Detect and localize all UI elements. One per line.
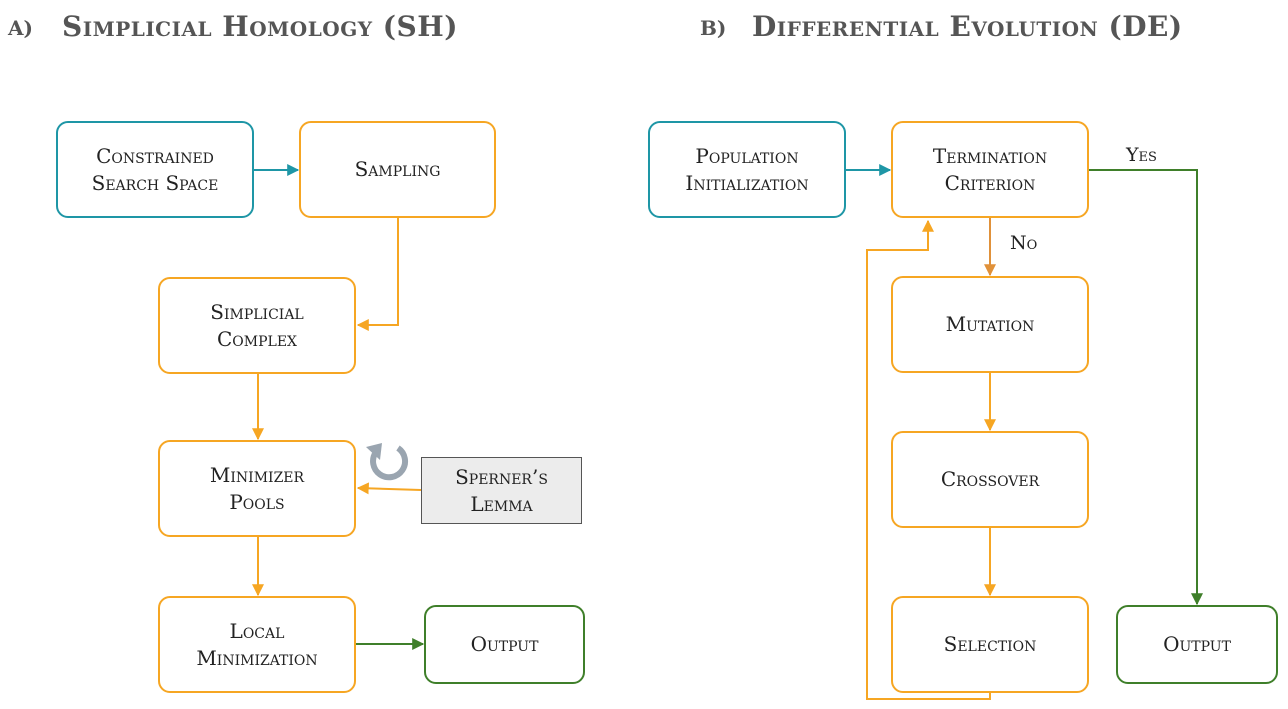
arrow-sperner-to-pools xyxy=(356,482,422,495)
node-local-minimization: Local Minimization xyxy=(158,596,356,693)
node-output-b: Output xyxy=(1116,605,1278,684)
refresh-cycle-icon xyxy=(366,443,409,481)
panel-a-title: Simplicial Homology (SH) xyxy=(62,10,458,43)
arrow-selection-loop-to-termination xyxy=(866,219,991,700)
node-sperners-lemma: Sperner’s Lemma xyxy=(421,457,582,524)
panel-a-letter: A) xyxy=(8,16,33,40)
edge-label-yes: Yes xyxy=(1126,144,1157,166)
panel-b-title: Differential Evolution (DE) xyxy=(752,10,1183,43)
edge-label-no: No xyxy=(1010,232,1038,254)
node-crossover: Crossover xyxy=(891,431,1089,528)
node-termination-criterion: Termination Criterion xyxy=(891,121,1089,218)
node-sampling: Sampling xyxy=(299,121,496,218)
node-output-a: Output xyxy=(424,605,585,684)
arrow-sampling-to-complex xyxy=(356,218,399,331)
node-selection: Selection xyxy=(891,596,1089,693)
node-minimizer-pools: Minimizer Pools xyxy=(158,440,356,537)
panel-b-letter: B) xyxy=(700,16,727,40)
node-simplicial-complex: Simplicial Complex xyxy=(158,277,356,374)
node-population-initialization: Population Initialization xyxy=(648,121,846,218)
node-constrained-search-space: Constrained Search Space xyxy=(56,121,254,218)
arrow-termination-yes-to-output xyxy=(1089,169,1203,606)
node-mutation: Mutation xyxy=(891,276,1089,373)
